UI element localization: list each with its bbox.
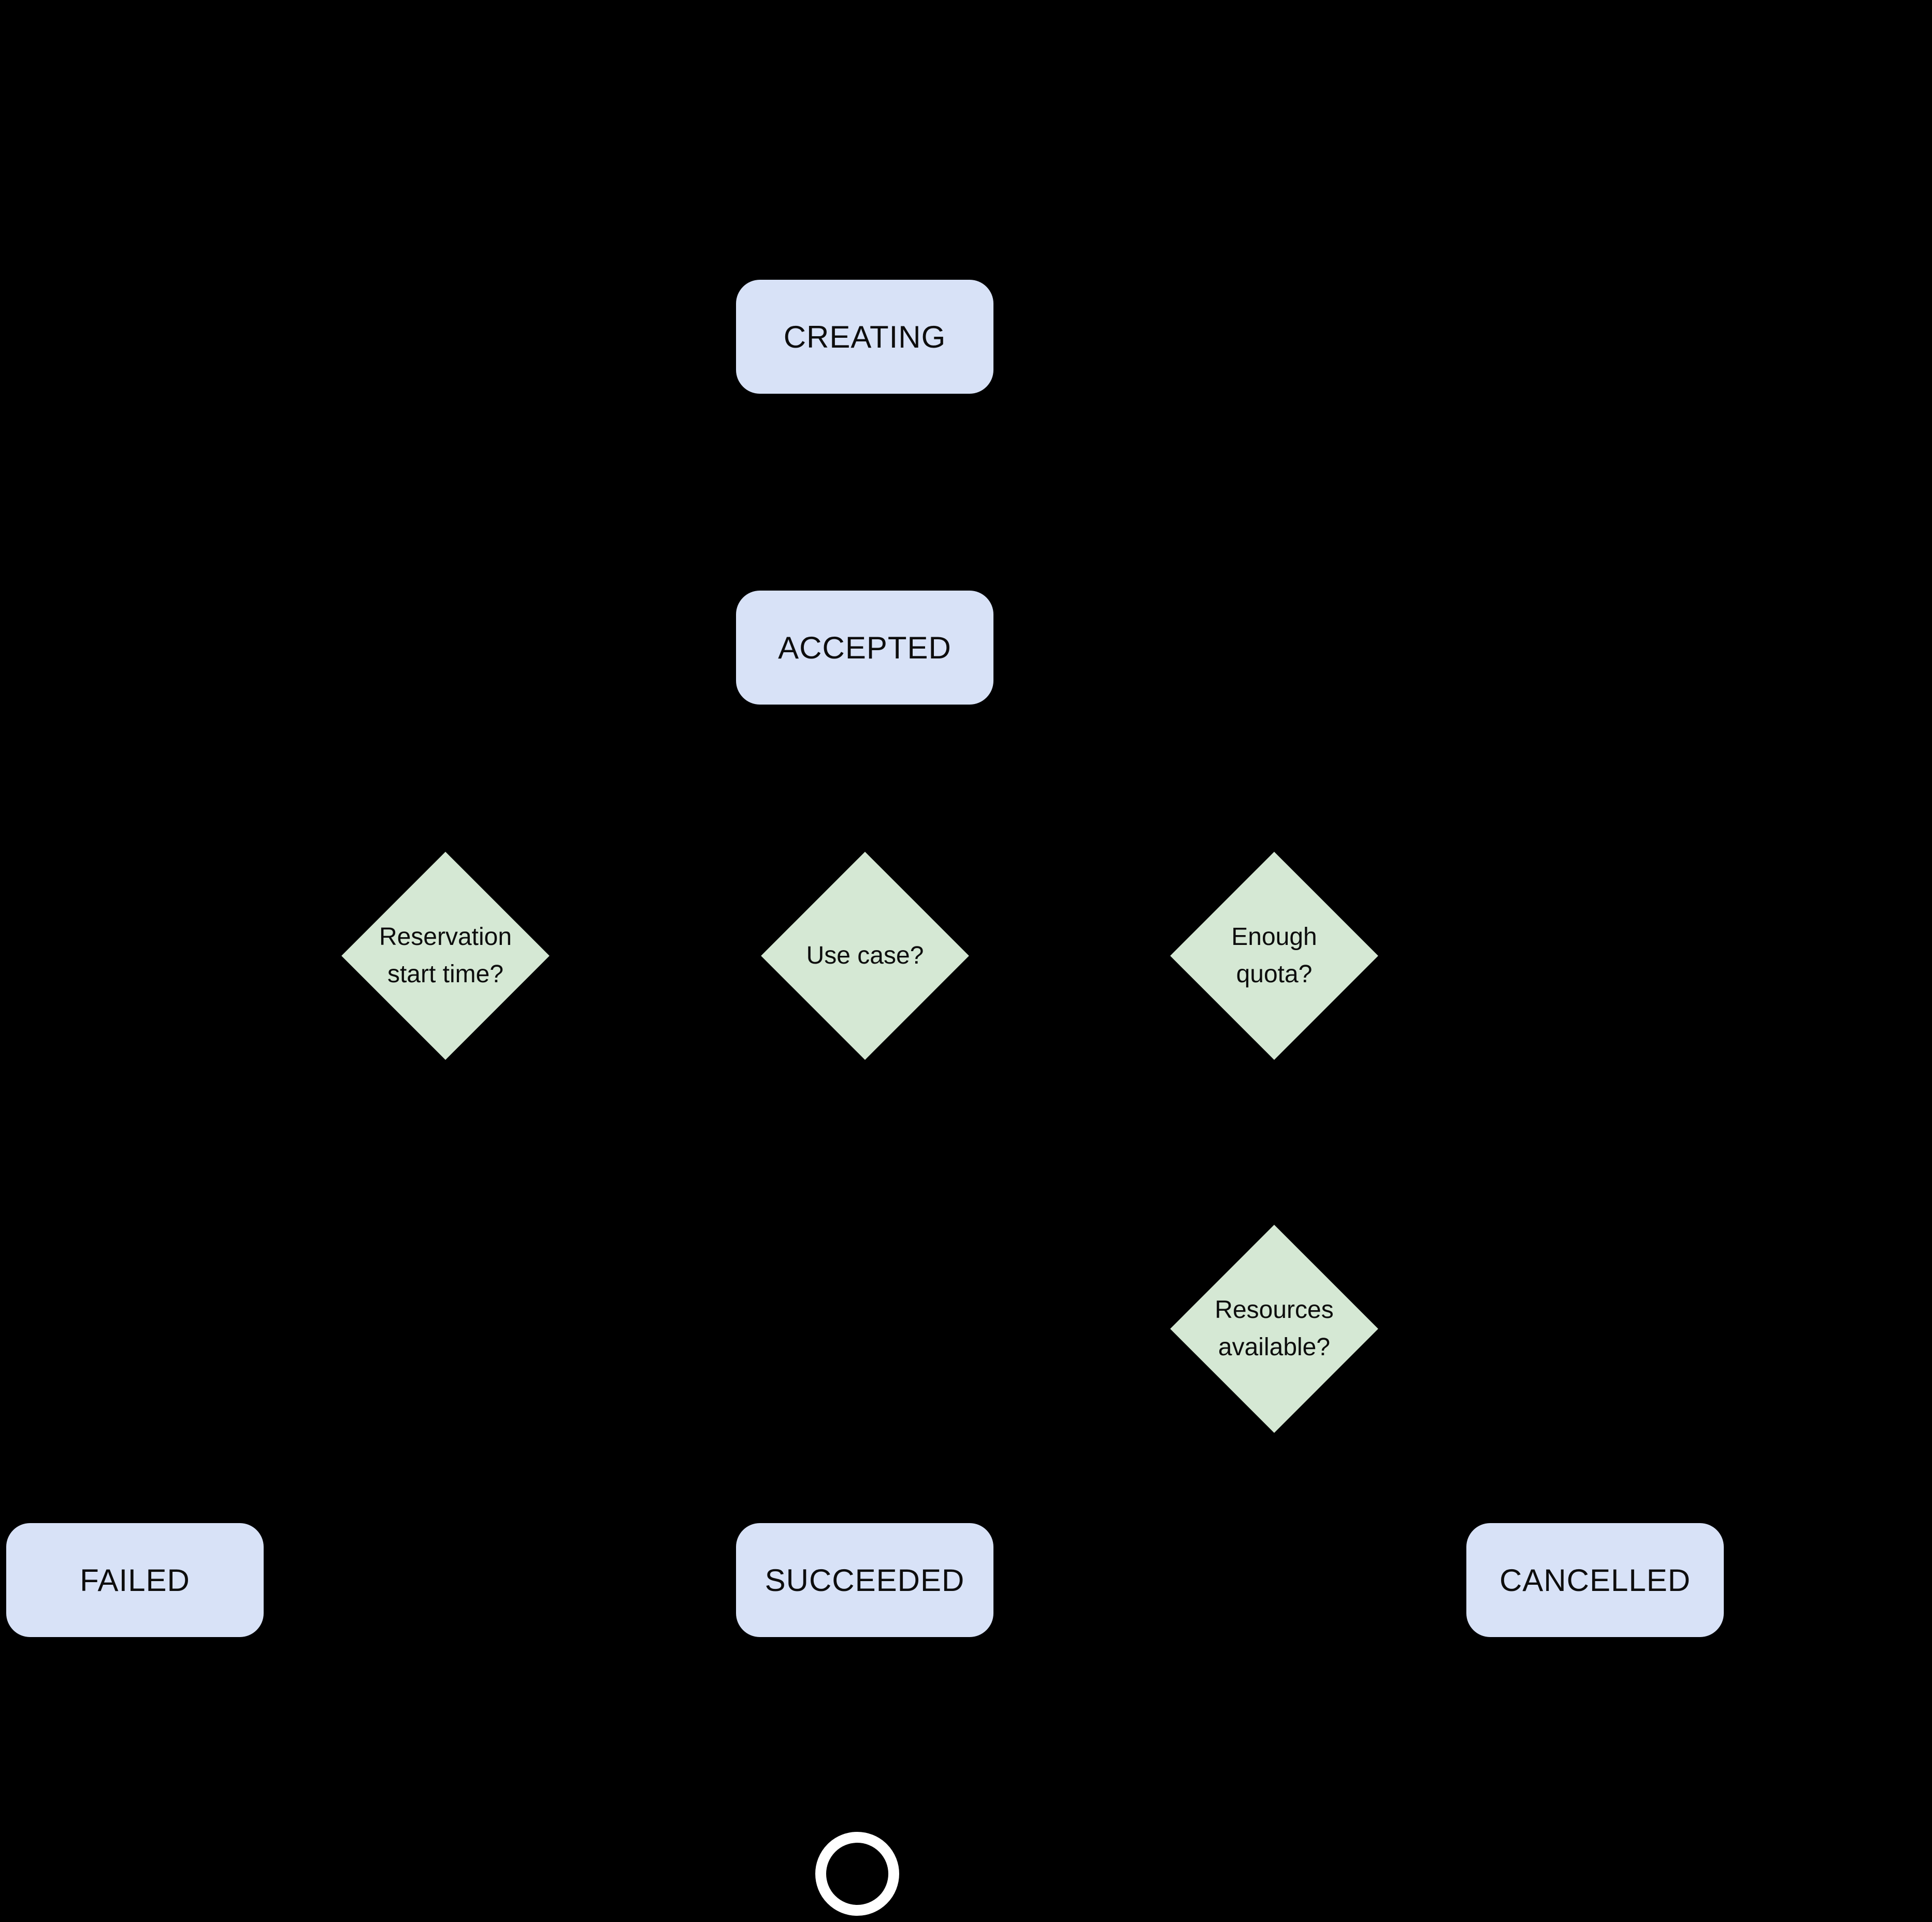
decision-label-line: quota? — [1236, 960, 1313, 988]
state-label-accepted: ACCEPTED — [778, 630, 951, 665]
decision-node-use-case: Use case? — [761, 852, 969, 1060]
decision-label-line: start time? — [387, 960, 504, 988]
decision-label-resources-available: Resources available? — [1171, 1225, 1378, 1432]
state-label-succeeded: SUCCEEDED — [765, 1562, 965, 1598]
decision-node-reservation-start-time: Reservation start time? — [341, 852, 550, 1060]
state-label-failed: FAILED — [80, 1562, 190, 1598]
decision-label-line: Reservation — [379, 923, 512, 951]
decision-label-line: Resources — [1215, 1296, 1334, 1324]
decision-label-line: available? — [1218, 1333, 1331, 1361]
decision-label-line: Enough — [1231, 923, 1317, 951]
decision-label-line: Use case? — [806, 942, 924, 969]
decision-node-enough-quota: Enough quota? — [1170, 852, 1378, 1060]
decision-label-use-case: Use case? — [761, 852, 969, 1059]
state-node-cancelled: CANCELLED — [1466, 1523, 1724, 1637]
state-node-creating: CREATING — [736, 280, 993, 394]
state-node-failed: FAILED — [6, 1523, 264, 1637]
decision-label-reservation-start-time: Reservation start time? — [342, 852, 549, 1059]
decision-label-enough-quota: Enough quota? — [1171, 852, 1378, 1059]
state-node-succeeded: SUCCEEDED — [736, 1523, 993, 1637]
decision-node-resources-available: Resources available? — [1170, 1225, 1378, 1433]
end-state-circle-icon — [815, 1832, 899, 1916]
state-label-creating: CREATING — [783, 319, 946, 354]
state-node-accepted: ACCEPTED — [736, 591, 993, 705]
state-label-cancelled: CANCELLED — [1499, 1562, 1691, 1598]
